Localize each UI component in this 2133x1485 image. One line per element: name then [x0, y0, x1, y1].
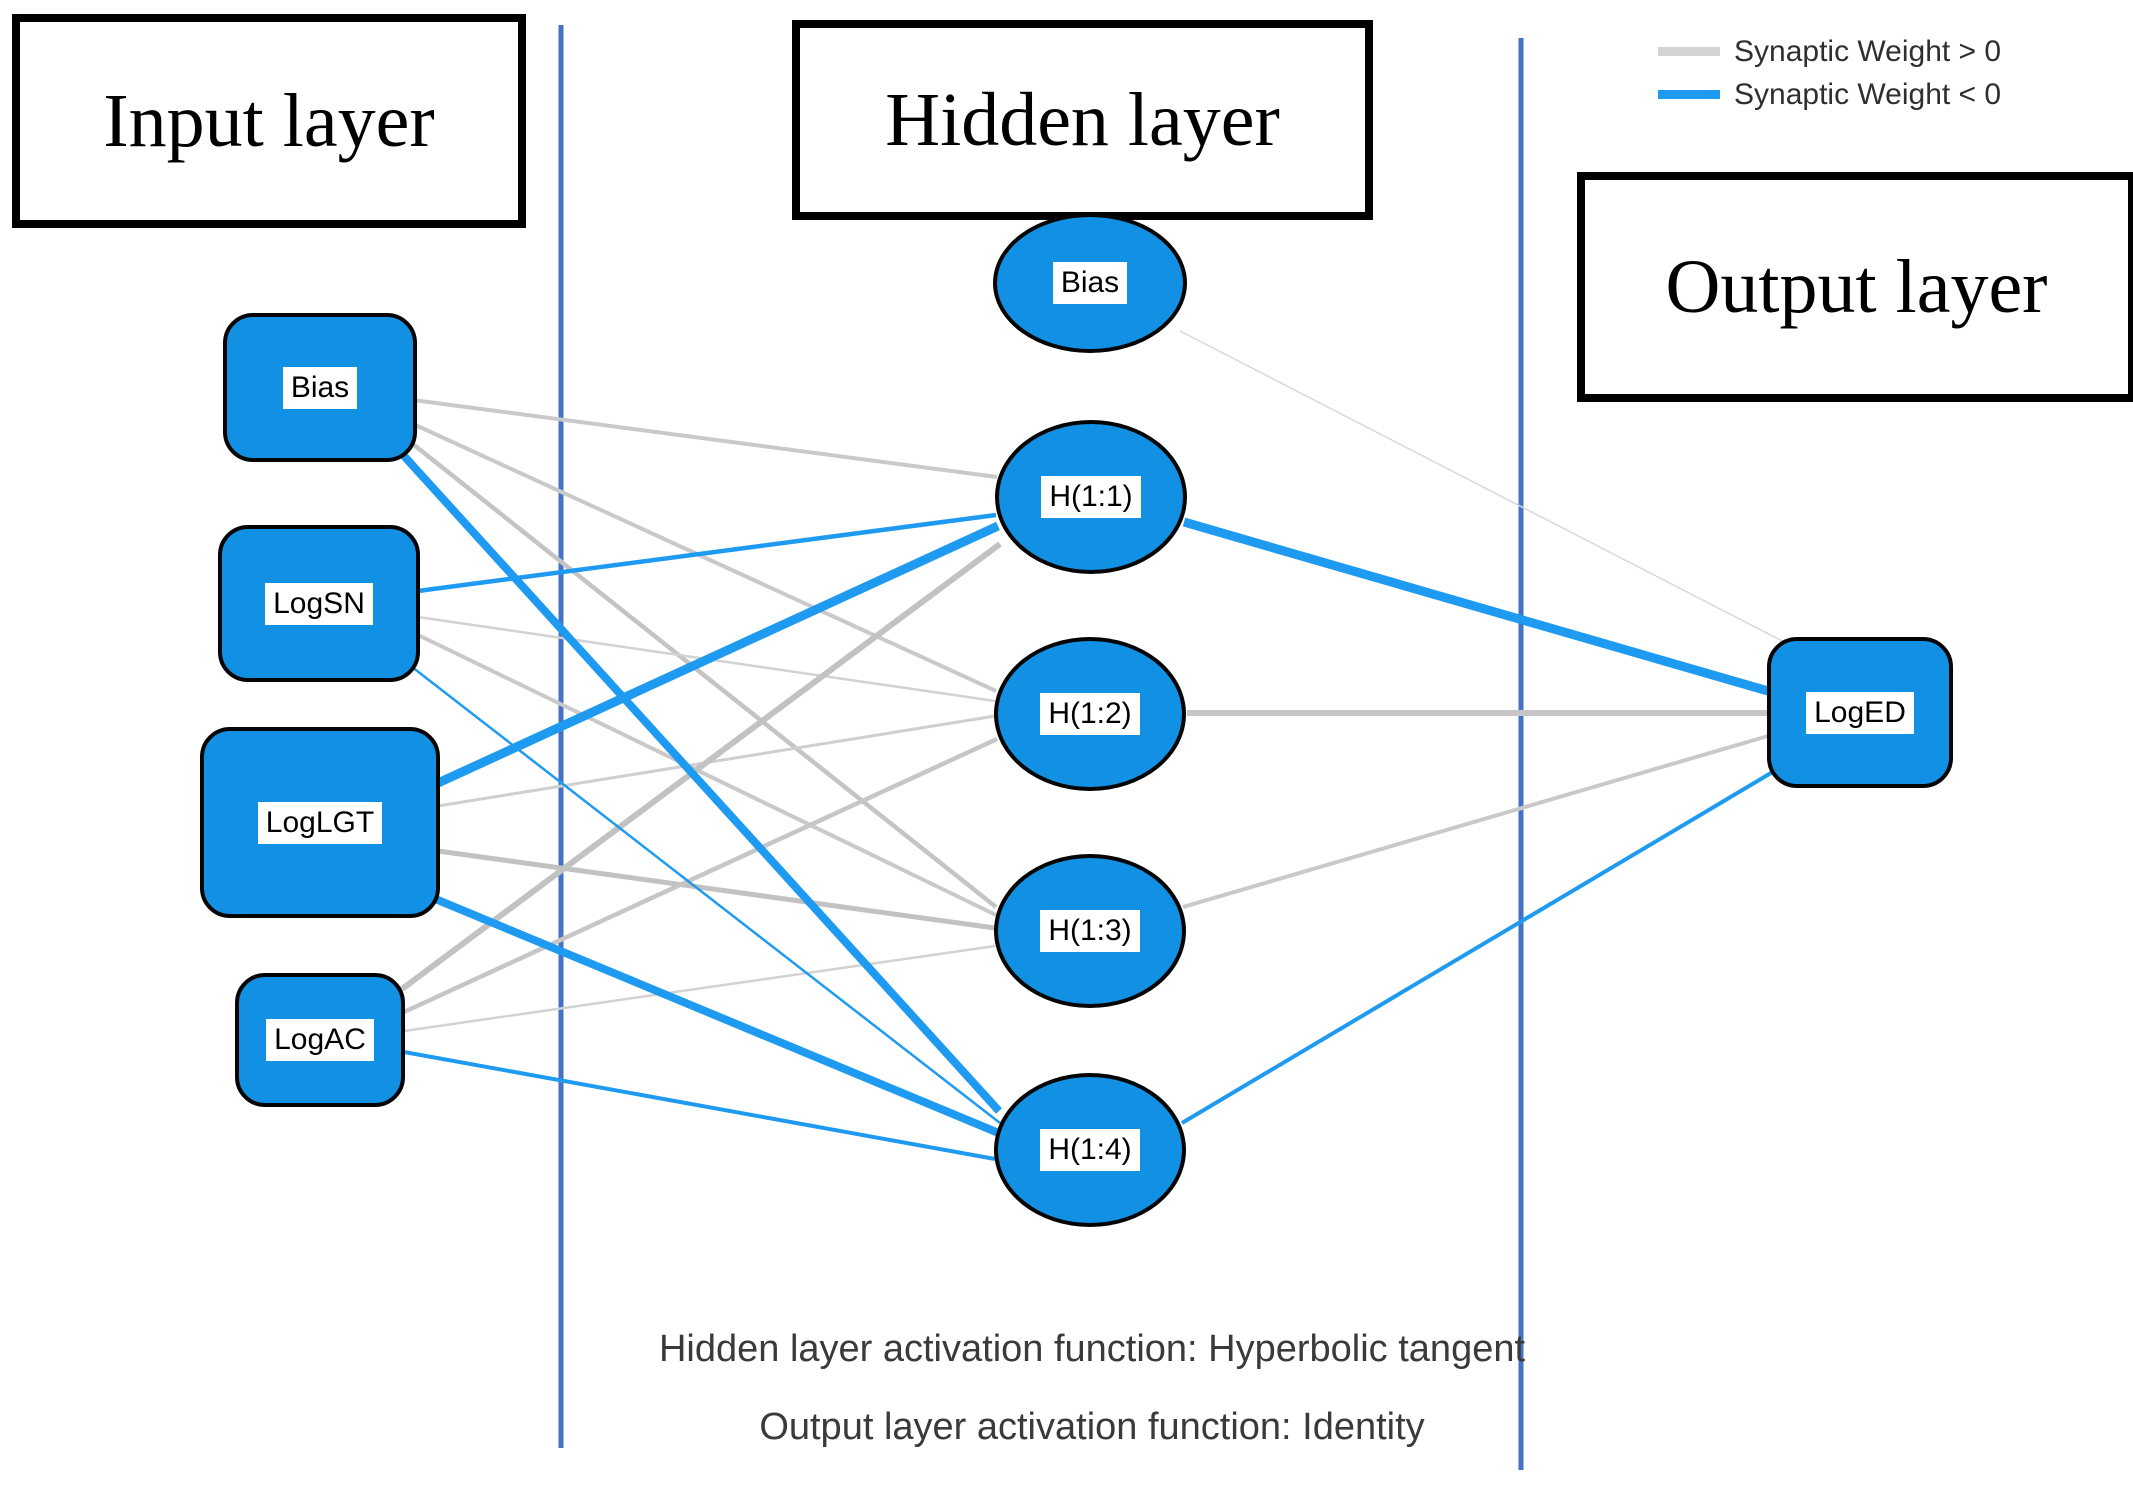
- edge-hidden-bias-loged: [1179, 330, 1791, 646]
- node-hidden-bias-label: Bias: [1052, 262, 1128, 304]
- edge-h3-loged: [1182, 734, 1769, 909]
- legend-row-positive: Synaptic Weight > 0: [1658, 30, 2001, 73]
- node-loged-label: LogED: [1806, 691, 1914, 734]
- output-layer-box: Output layer: [1577, 172, 2133, 402]
- edge-h1-loged: [1182, 517, 1770, 696]
- edge-input-bias-h3: [407, 439, 998, 909]
- hidden-activation-caption: Hidden layer activation function: Hyperb…: [658, 1328, 1526, 1370]
- node-h1-3: H(1:3): [994, 854, 1186, 1008]
- node-input-bias-label: Bias: [282, 366, 358, 409]
- legend-row-negative: Synaptic Weight < 0: [1658, 73, 2001, 116]
- edge-logac-h4: [403, 1050, 996, 1161]
- positive-weight-label: Synaptic Weight > 0: [1734, 34, 2002, 68]
- node-loged: LogED: [1767, 637, 1953, 788]
- edge-input-bias-h1: [412, 398, 998, 479]
- node-logsn-label: LogSN: [265, 582, 373, 625]
- node-h1-2: H(1:2): [994, 637, 1186, 791]
- node-h1-1-label: H(1:1): [1041, 476, 1141, 518]
- node-h1-2-label: H(1:2): [1040, 693, 1140, 735]
- hidden-layer-box: Hidden layer: [792, 20, 1373, 220]
- edge-input-bias-h4: [401, 453, 1002, 1114]
- negative-weight-label: Synaptic Weight < 0: [1734, 77, 2002, 111]
- edge-loglgt-h1: [436, 521, 1000, 788]
- positive-weight-swatch: [1658, 47, 1720, 56]
- node-loglgt: LogLGT: [200, 727, 440, 918]
- edge-logac-h3: [403, 944, 996, 1033]
- edge-logac-h1: [400, 541, 1002, 992]
- output-activation-caption: Output layer activation function: Identi…: [759, 1406, 1425, 1448]
- node-loglgt-label: LogLGT: [257, 801, 383, 844]
- node-input-bias: Bias: [223, 313, 417, 462]
- edge-logsn-h3: [415, 632, 997, 917]
- node-logac: LogAC: [235, 973, 405, 1107]
- edge-logsn-h1: [417, 512, 997, 594]
- legend: Synaptic Weight > 0 Synaptic Weight < 0: [1658, 30, 2001, 116]
- node-h1-1: H(1:1): [995, 420, 1187, 574]
- node-h1-3-label: H(1:3): [1040, 910, 1140, 952]
- edge-loglgt-h3: [437, 848, 996, 931]
- edge-h4-loged: [1180, 768, 1778, 1125]
- edge-loglgt-h4: [431, 894, 1003, 1138]
- input-layer-title: Input layer: [103, 78, 435, 163]
- output-layer-title: Output layer: [1665, 244, 2048, 329]
- negative-weight-swatch: [1658, 90, 1720, 99]
- hidden-layer-title: Hidden layer: [885, 77, 1280, 162]
- input-layer-box: Input layer: [12, 14, 526, 228]
- node-logac-label: LogAC: [266, 1019, 374, 1061]
- node-h1-4: H(1:4): [994, 1073, 1186, 1227]
- node-logsn: LogSN: [218, 525, 420, 682]
- edge-logac-h2: [403, 736, 998, 1015]
- node-hidden-bias: Bias: [993, 213, 1187, 353]
- edge-loglgt-h2: [437, 714, 996, 808]
- edge-input-bias-h2: [410, 421, 997, 693]
- node-h1-4-label: H(1:4): [1040, 1129, 1140, 1171]
- edge-logsn-h4: [411, 666, 1001, 1124]
